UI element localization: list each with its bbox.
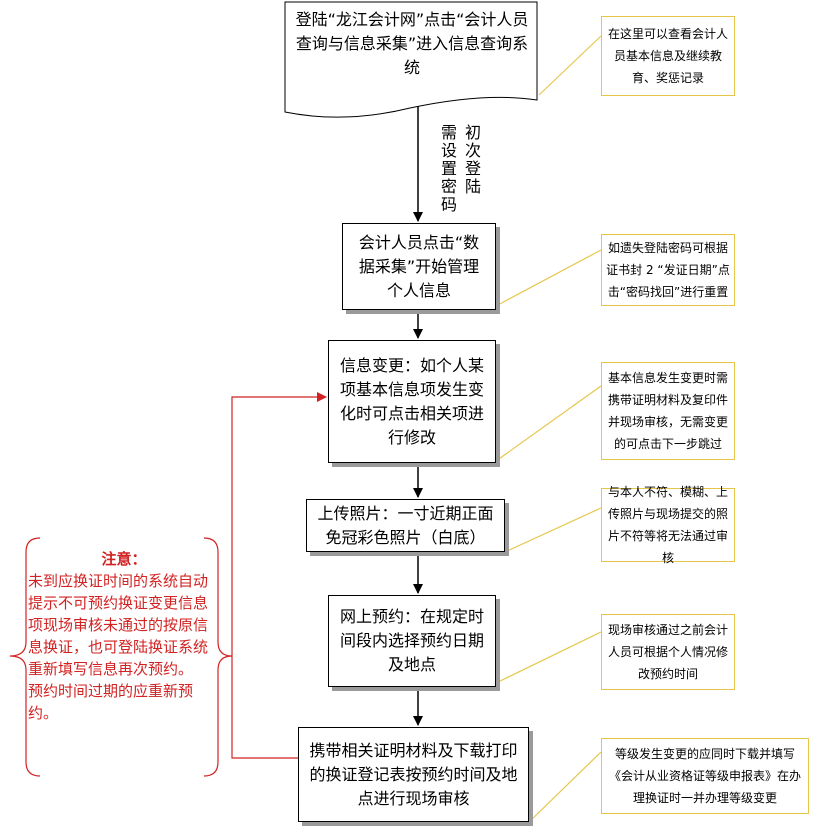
step-2-text: 会计人员点击“数据采集”开始管理个人信息 <box>358 232 480 300</box>
step-3-text: 信息变更：如个人某项基本信息项发生变化时可点击相关项进行修改 <box>339 355 484 447</box>
step-1-document-shape <box>284 1 538 118</box>
step-2: 会计人员点击“数据采集”开始管理个人信息 <box>342 223 496 310</box>
step-5-text: 网上预约：在规定时间段内选择预约日期及地点 <box>339 607 484 674</box>
note-3: 基本信息发生变更时需携带证明材料及复印件并现场审核，无需变更的可点击下一步跳过 <box>601 362 735 460</box>
loop-back-arrow <box>231 392 327 759</box>
attention-note: 注意： 未到应换证时间的系统自动提示不可预约换证变更信息项现场审核未通过的按原信… <box>28 548 220 724</box>
note-2: 如遗失登陆密码可根据证书封 2 “发证日期”点击“密码找回”进行重置 <box>601 234 735 306</box>
step-1: 登陆“龙江会计网”点击“会计人员查询与信息采集”进入信息查询系统 <box>292 8 532 80</box>
callout-line-4 <box>504 507 602 553</box>
note-3-text: 基本信息发生变更时需携带证明材料及复印件并现场审核，无需变更的可点击下一步跳过 <box>607 371 728 451</box>
arrow-label-first-login: 初次登陆 <box>464 123 481 196</box>
note-6: 等级发生变更的应同时下载并填写《会计从业资格证等级申报表》在办理换证时一并办理等… <box>601 738 809 814</box>
attention-para-1: 未到应换证时间的系统自动提示不可预约换证变更信息项现场审核未通过的按原信息换证，… <box>28 572 209 678</box>
note-5: 现场审核通过之前会计人员可根据个人情况修改预约时间 <box>601 614 735 690</box>
step-6-text: 携带相关证明材料及下载打印的换证登记表按预约时间及地点进行现场审核 <box>309 740 518 808</box>
note-4-text: 与本人不符、模糊、上传照片与现场提交的照片不符等将无法通过审核 <box>607 485 728 565</box>
step-1-text: 登陆“龙江会计网”点击“会计人员查询与信息采集”进入信息查询系统 <box>295 10 529 77</box>
callout-line-6 <box>528 751 602 823</box>
note-4: 与本人不符、模糊、上传照片与现场提交的照片不符等将无法通过审核 <box>601 485 735 565</box>
step-5: 网上预约：在规定时间段内选择预约日期及地点 <box>328 595 496 687</box>
note-5-text: 现场审核通过之前会计人员可根据个人情况修改预约时间 <box>607 623 728 681</box>
step-4-text: 上传照片：一寸近期正面免冠彩色照片（白底） <box>317 503 494 547</box>
callout-line-3 <box>495 385 602 462</box>
arrow-label-set-password: 需设置密码 <box>440 123 457 214</box>
step-3: 信息变更：如个人某项基本信息项发生变化时可点击相关项进行修改 <box>328 340 496 463</box>
callout-line-2 <box>495 249 602 307</box>
step-6: 携带相关证明材料及下载打印的换证登记表按预约时间及地点进行现场审核 <box>298 727 529 822</box>
note-6-text: 等级发生变更的应同时下载并填写《会计从业资格证等级申报表》在办理换证时一并办理等… <box>608 747 801 805</box>
attention-para-2: 预约时间过期的应重新预约。 <box>28 682 194 722</box>
attention-title: 注意： <box>101 550 147 568</box>
note-1: 在这里可以查看会计人员基本信息及继续教育、奖惩记录 <box>601 16 735 96</box>
note-2-text: 如遗失登陆密码可根据证书封 2 “发证日期”点击“密码找回”进行重置 <box>606 241 730 299</box>
callout-line-1 <box>538 35 602 96</box>
callout-line-5 <box>495 631 602 684</box>
attention-brace-right <box>203 537 233 777</box>
attention-brace <box>9 537 41 777</box>
step-4: 上传照片：一寸近期正面免冠彩色照片（白底） <box>306 499 505 552</box>
note-1-text: 在这里可以查看会计人员基本信息及继续教育、奖惩记录 <box>607 27 728 85</box>
